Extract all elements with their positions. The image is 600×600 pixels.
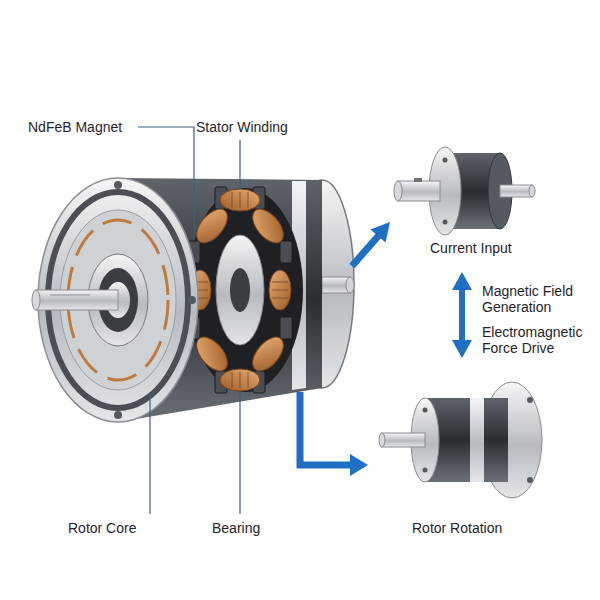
label-holder: Bearing xyxy=(212,520,260,536)
current-input-motor-part xyxy=(500,185,532,197)
stator-coils xyxy=(189,189,291,391)
stator-coils-part xyxy=(220,189,260,211)
leader-lines-part xyxy=(239,392,240,514)
front-end-cap-part xyxy=(50,295,90,296)
flow-arrows-part xyxy=(452,340,472,358)
process-label: Electromagnetic Force Drive xyxy=(482,324,594,356)
stator-coils-part xyxy=(220,369,260,391)
stator-coils-part xyxy=(191,204,234,249)
rotor-rotation-motor-part xyxy=(423,408,428,413)
rotor-rotation-motor-part xyxy=(470,398,484,482)
coil-windings-part xyxy=(272,282,288,298)
rotor-core-part xyxy=(230,268,250,312)
rotor-rotation-motor-part xyxy=(423,468,428,473)
rotor-core-part xyxy=(216,235,264,345)
label-holder: Stator Winding xyxy=(196,119,288,135)
front-end-cap-part xyxy=(114,181,122,189)
current-input-motor xyxy=(394,147,535,235)
process-label: Magnetic Field Generation xyxy=(482,283,588,315)
part-label: Rotor Core xyxy=(68,520,136,536)
coil-windings xyxy=(192,192,288,388)
current-input-motor-part xyxy=(398,181,440,201)
flow-arrows-part xyxy=(452,272,472,290)
current-input-motor-part xyxy=(443,158,448,163)
coil-windings-part xyxy=(232,192,248,208)
flow-arrows-part xyxy=(350,454,368,476)
stage-label: Rotor Rotation xyxy=(412,520,502,536)
flow-arrows-part xyxy=(370,222,390,243)
stator-coils-part xyxy=(247,204,290,249)
leader-lines xyxy=(138,127,240,514)
stator-magnets-part xyxy=(280,317,292,339)
front-end-cap-part xyxy=(188,296,196,304)
stage-label: Current Input xyxy=(430,240,512,256)
label-holder: Magnetic Field Generation xyxy=(482,283,588,315)
part-label: Bearing xyxy=(212,520,260,536)
stator-coils-part xyxy=(247,332,290,377)
coil-windings-part xyxy=(232,372,248,388)
flow-arrows-part xyxy=(459,287,465,343)
rotor-rotation-motor-part xyxy=(527,397,533,403)
rotor-rotation-motor-part xyxy=(382,433,425,447)
current-input-motor-part xyxy=(394,181,402,201)
rotor-core xyxy=(216,235,264,345)
stator-coils-part xyxy=(269,270,291,310)
rotor-rotation-motor-part xyxy=(379,433,385,447)
label-holder: Current Input xyxy=(430,240,512,256)
front-end-cap xyxy=(32,178,198,422)
label-holder: Rotor Rotation xyxy=(412,520,502,536)
stator-magnets-part xyxy=(280,241,292,263)
part-label: Stator Winding xyxy=(196,119,288,135)
main-motor-part xyxy=(346,277,354,293)
leader-lines-part xyxy=(138,127,194,240)
part-label: NdFeB Magnet xyxy=(28,119,122,135)
flow-arrows xyxy=(300,222,472,476)
label-holder: Rotor Core xyxy=(68,520,136,536)
main-motor-part xyxy=(187,188,303,392)
leader-lines-part xyxy=(149,392,150,514)
stator-coils-part xyxy=(191,332,234,377)
label-holder: Electromagnetic Force Drive xyxy=(482,324,594,356)
front-end-cap-part xyxy=(36,290,118,310)
flow-arrows-part xyxy=(352,234,380,266)
rotor-rotation-motor xyxy=(379,382,542,498)
stator-magnets xyxy=(188,187,292,393)
current-input-motor-part xyxy=(414,178,422,182)
rotor-rotation-motor-part xyxy=(527,477,533,483)
current-input-motor-part xyxy=(529,185,535,197)
front-end-cap-part xyxy=(32,290,40,310)
flow-arrows-part xyxy=(300,392,352,465)
leader-lines-part xyxy=(239,140,240,189)
front-end-cap-part xyxy=(114,411,122,419)
label-holder: NdFeB Magnet xyxy=(28,119,122,135)
current-input-motor-part xyxy=(443,220,448,225)
